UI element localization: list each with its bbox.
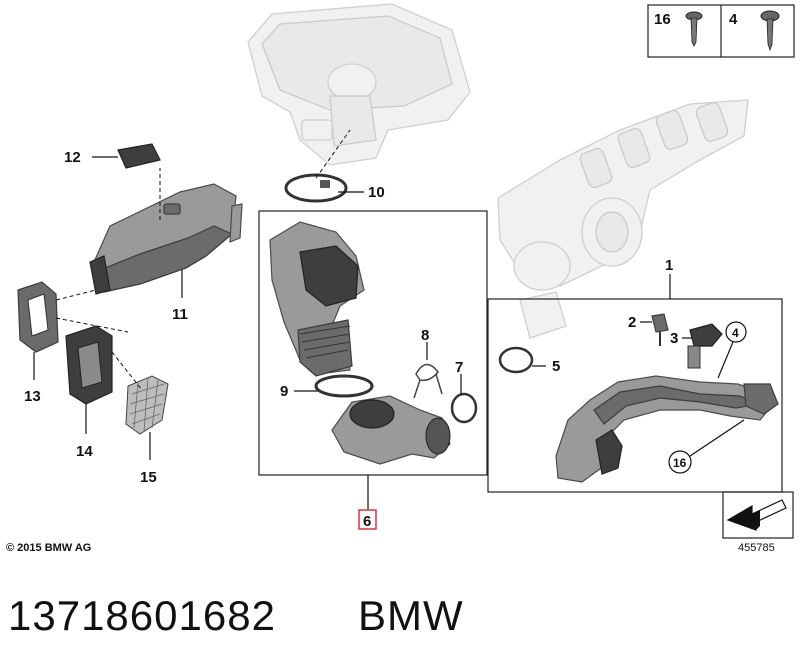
callout-14: 14 [76, 404, 93, 460]
o-ring-5 [498, 346, 534, 374]
svg-text:12: 12 [64, 149, 81, 166]
direction-arrow-icon [722, 491, 794, 539]
legend-label-screw-4: 4 [729, 11, 738, 28]
spring-clip-8 [413, 363, 443, 399]
svg-text:4: 4 [732, 326, 739, 340]
seal-frame-13 [17, 281, 59, 353]
svg-text:8: 8 [421, 327, 429, 344]
callout-9: 9 [280, 383, 318, 400]
svg-text:14: 14 [76, 443, 93, 460]
callout-3: 3 [670, 330, 692, 347]
callout-10: 10 [338, 184, 385, 201]
callout-4: 4 [717, 321, 747, 379]
screw-16-icon [685, 11, 703, 47]
callout-12: 12 [64, 149, 118, 166]
copyright-notice: © 2015 BMW AG [6, 542, 92, 554]
callout-1: 1 [665, 257, 673, 299]
screw-4-icon [760, 10, 780, 52]
part-number: 13718601682 [8, 592, 276, 639]
svg-text:11: 11 [172, 306, 188, 323]
callout-11: 11 [172, 270, 188, 323]
air-filter-housing-ghost [247, 3, 471, 166]
callout-7: 7 [455, 359, 463, 394]
intake-snorkel-11 [89, 183, 243, 295]
callout-13: 13 [24, 352, 41, 405]
intake-hose-6 [269, 221, 365, 377]
svg-text:7: 7 [455, 359, 463, 376]
assembly-6-frame [258, 210, 488, 476]
fastener-legend: 16 4 [647, 4, 795, 58]
svg-text:15: 15 [140, 469, 157, 486]
svg-text:6: 6 [363, 513, 371, 530]
svg-text:10: 10 [368, 184, 385, 201]
sensor-3 [687, 323, 723, 369]
callout-2: 2 [628, 314, 652, 331]
turbocharger-ghost [497, 99, 749, 339]
svg-text:13: 13 [24, 388, 41, 405]
svg-text:9: 9 [280, 383, 288, 400]
charge-air-pipe-1 [555, 375, 779, 483]
callout-5: 5 [532, 358, 560, 375]
svg-text:3: 3 [670, 330, 678, 347]
air-intake-elbow [331, 395, 451, 465]
o-ring-7 [450, 392, 478, 424]
svg-text:1: 1 [665, 257, 673, 274]
clamp-9 [314, 374, 374, 398]
svg-text:16: 16 [673, 456, 687, 470]
mesh-grille-15 [125, 375, 169, 435]
assembly-1-frame [487, 298, 783, 493]
legend-label-screw-16: 16 [654, 11, 671, 28]
callout-6: 6 [358, 475, 377, 530]
callout-16: 16 [668, 419, 745, 474]
callout-15: 15 [140, 432, 157, 486]
gasket-12 [117, 143, 161, 169]
sensor-2 [651, 313, 669, 346]
seal-frame-14 [65, 325, 113, 405]
svg-text:5: 5 [552, 358, 560, 375]
callout-8: 8 [421, 327, 429, 360]
brand-name: BMW [358, 592, 464, 639]
svg-text:2: 2 [628, 314, 636, 331]
drawing-number: 455785 [738, 542, 775, 554]
clamp-10 [284, 173, 348, 203]
